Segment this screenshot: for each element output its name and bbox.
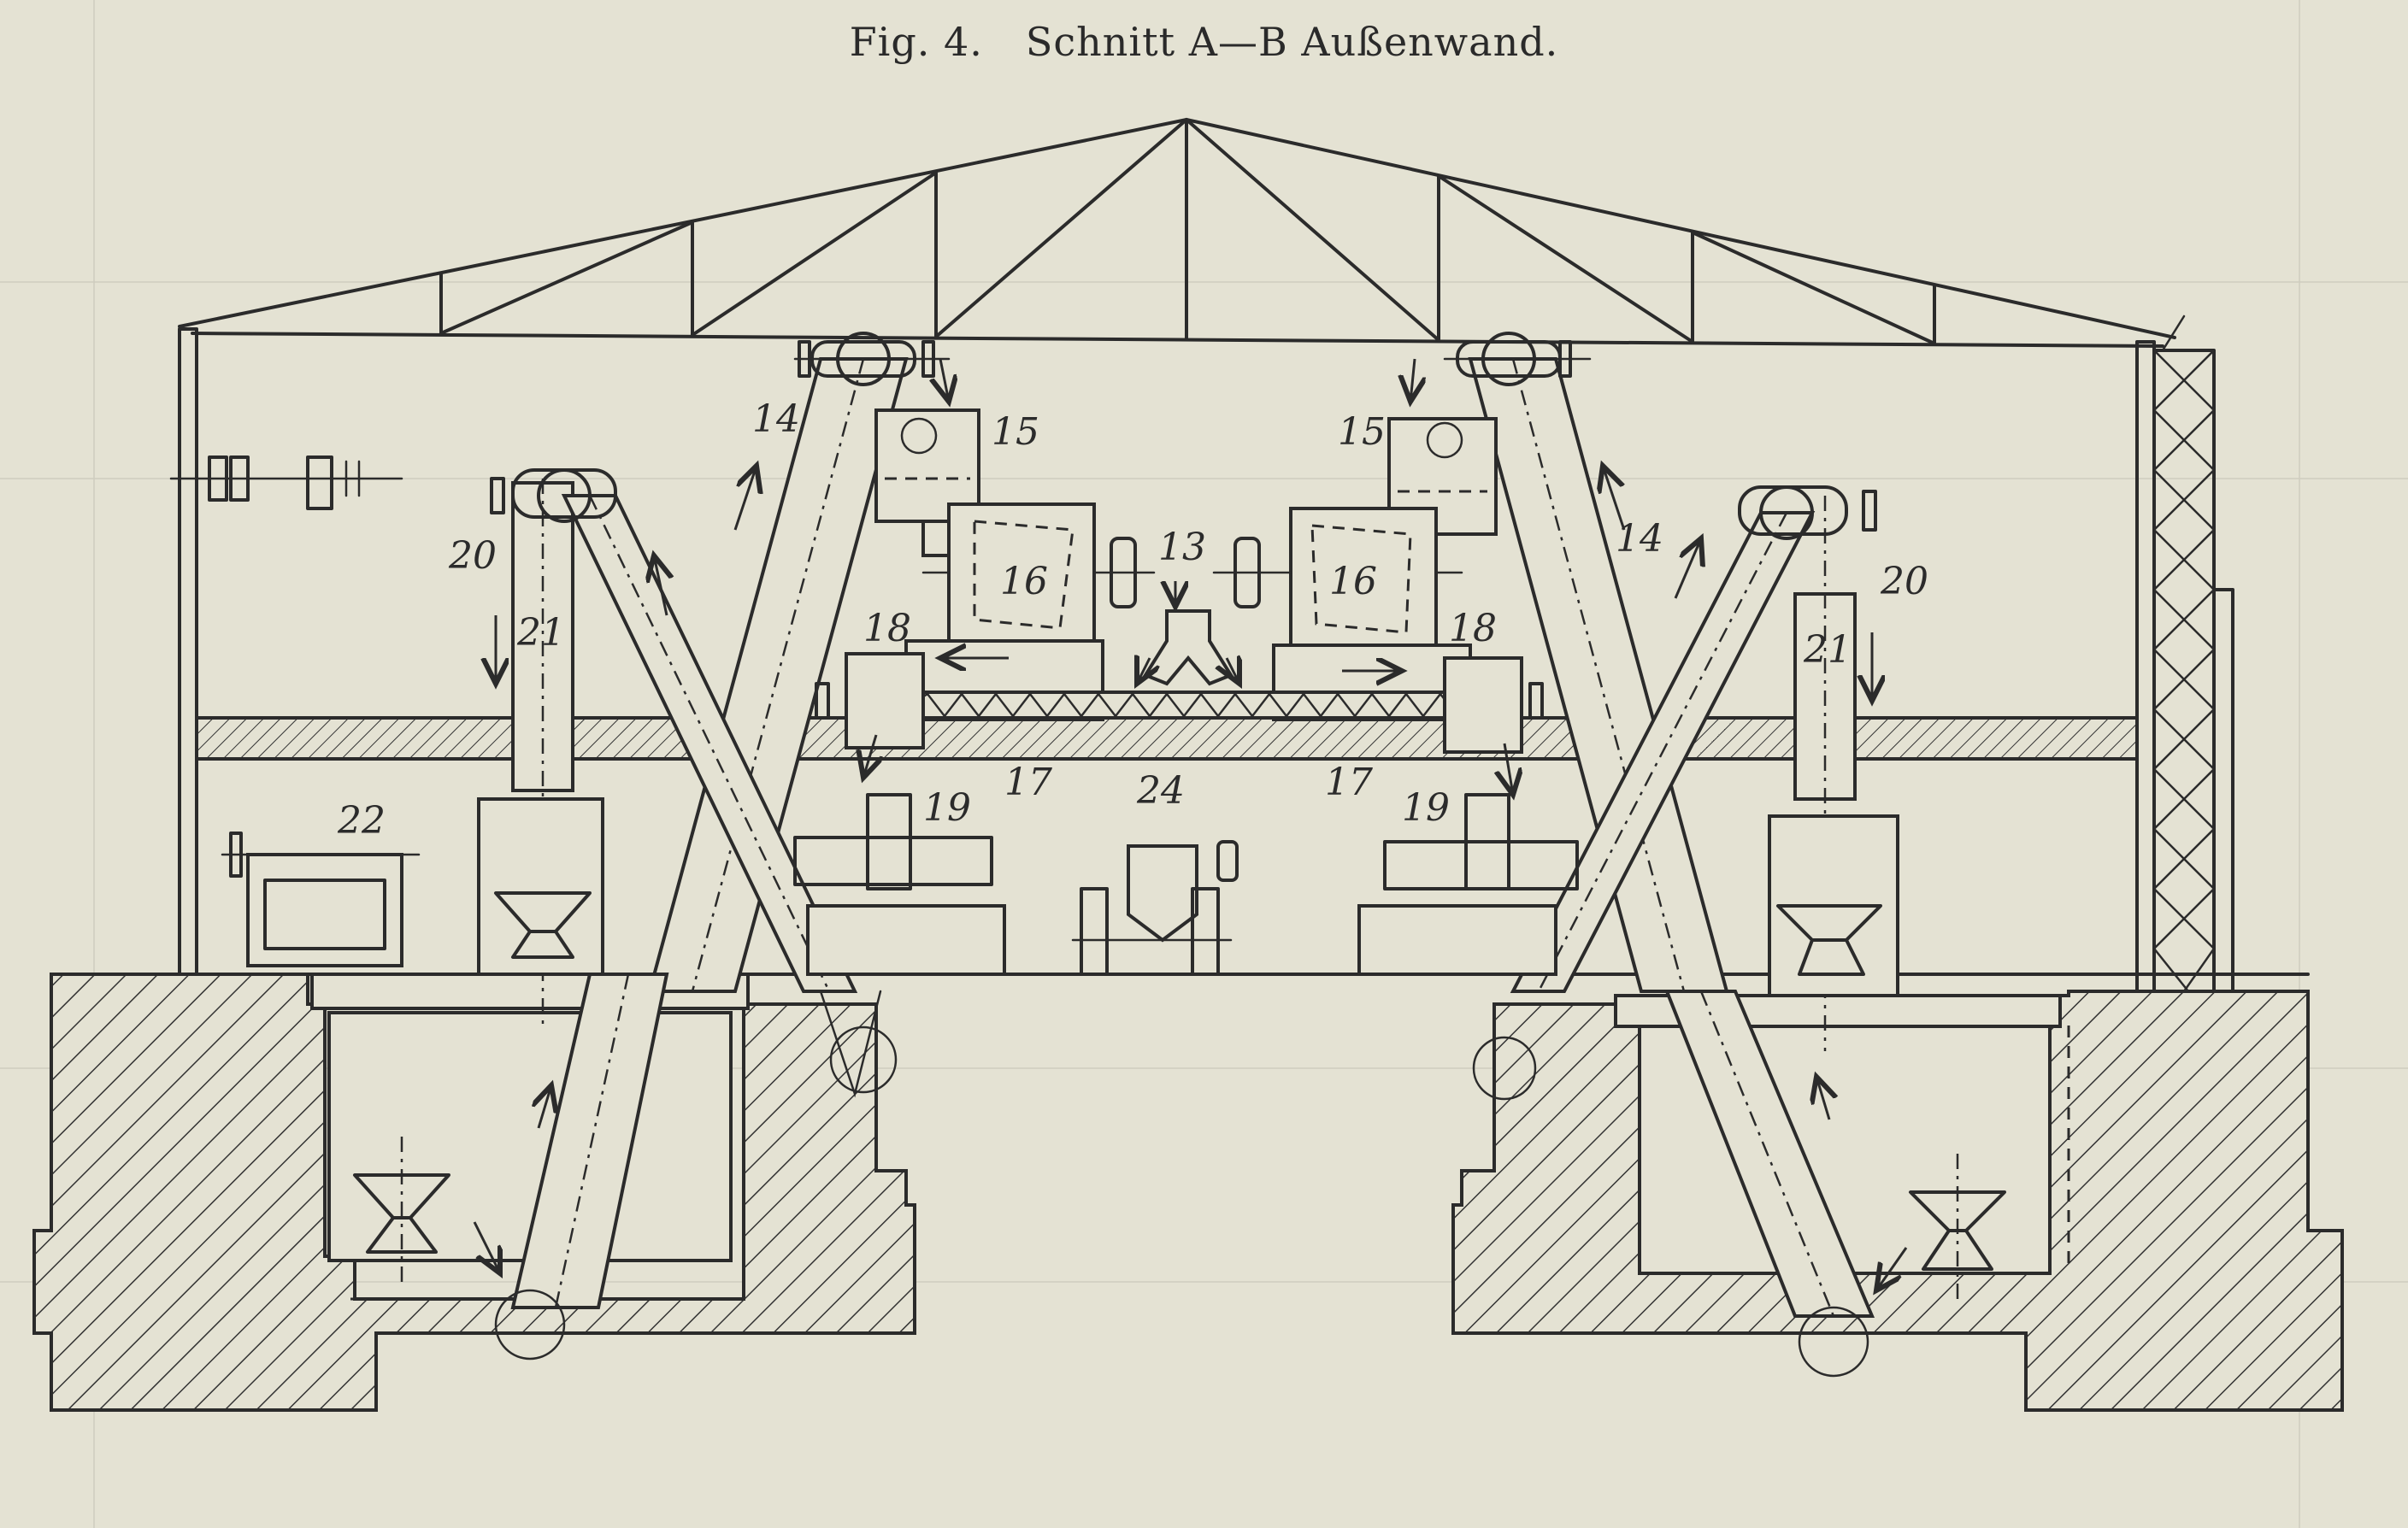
roof-truss <box>178 118 2176 348</box>
label-16-left: 16 <box>1000 560 1048 603</box>
label-22: 22 <box>337 799 386 843</box>
machine-22 <box>221 832 421 967</box>
elevator-21-right <box>1510 485 1877 1051</box>
lattice-tower <box>2152 314 2234 993</box>
pit-conveyor-left <box>494 973 898 1361</box>
flow-arrows <box>473 358 1908 1290</box>
label-21-right: 21 <box>1803 628 1852 672</box>
separator-15-left <box>874 408 980 557</box>
sifter-16-right <box>1212 507 1463 647</box>
label-20-left: 20 <box>448 534 497 578</box>
wall-pulleys <box>169 455 403 510</box>
figure-title: Schnitt A—B Außenwand. <box>1025 19 1559 65</box>
label-14-left: 14 <box>752 397 800 441</box>
mixer-24 <box>1071 840 1239 976</box>
label-19-right: 19 <box>1402 786 1450 830</box>
foundation-right <box>1451 990 2344 1412</box>
number-labels: 13 14 14 15 15 16 16 17 17 18 18 19 19 2… <box>337 397 1928 843</box>
label-17-left: 17 <box>1004 761 1052 804</box>
elevator-21-left <box>490 468 858 1026</box>
sifter-16-left <box>921 502 1156 643</box>
distributor-13 <box>1143 609 1233 686</box>
foundation-left <box>32 973 916 1412</box>
label-13: 13 <box>1158 526 1206 569</box>
label-15-right: 15 <box>1338 410 1386 454</box>
label-19-left: 19 <box>923 786 971 830</box>
label-15-left: 15 <box>992 410 1039 454</box>
label-18-right: 18 <box>1449 607 1497 650</box>
machine-18-left <box>815 652 925 749</box>
pit-hopper-left <box>353 1137 450 1282</box>
bin-hopper-right <box>1768 814 1899 997</box>
label-21-left: 21 <box>516 611 565 655</box>
figure-caption: Fig. 4. Schnitt A—B Außenwand. <box>0 19 2408 65</box>
label-16-right: 16 <box>1329 560 1377 603</box>
machine-19-right <box>1357 793 1579 976</box>
label-14-right: 14 <box>1616 517 1663 561</box>
pit-hopper-right <box>1909 1154 2006 1299</box>
pit-conveyor-right <box>1472 990 1875 1378</box>
figure-number: Fig. 4. <box>849 19 983 65</box>
label-20-right: 20 <box>1880 560 1928 603</box>
label-24: 24 <box>1136 769 1185 813</box>
label-18-left: 18 <box>863 607 911 650</box>
label-17-right: 17 <box>1325 761 1373 804</box>
bin-hopper-left <box>477 797 604 976</box>
machine-19-left <box>793 793 1006 976</box>
machine-18-right <box>1443 656 1544 754</box>
